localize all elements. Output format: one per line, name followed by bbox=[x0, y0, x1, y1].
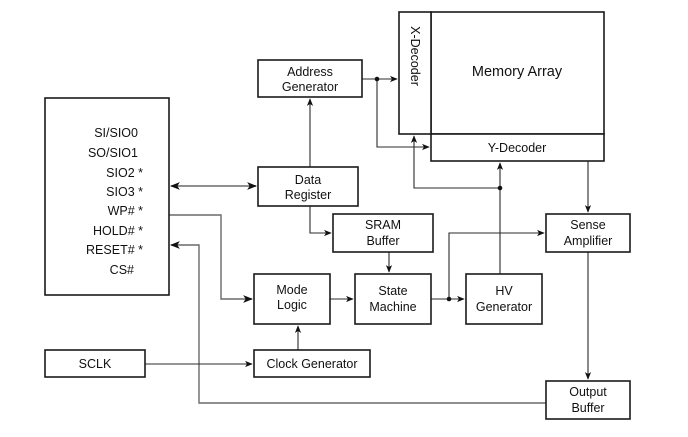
pin-label: SIO3 * bbox=[106, 185, 143, 199]
wire-address-generator-y-decoder bbox=[376, 79, 430, 151]
clock-generator-block: Clock Generator bbox=[253, 349, 371, 378]
block-label: Data bbox=[295, 173, 321, 187]
sram-buffer-block: SRAM Buffer bbox=[332, 213, 434, 253]
block-label: Machine bbox=[369, 300, 416, 314]
wire-output-buffer-pins bbox=[170, 241, 546, 404]
pin-label: SIO2 * bbox=[106, 166, 143, 180]
block-label: Generator bbox=[282, 80, 338, 94]
block-label: Clock Generator bbox=[266, 357, 357, 371]
block-label: Output bbox=[569, 385, 607, 399]
wire-pins-mode-logic bbox=[169, 214, 253, 303]
block-label: Logic bbox=[277, 298, 307, 312]
pin-label: SI/SIO0 bbox=[94, 126, 138, 140]
junction-dot bbox=[374, 76, 380, 82]
memory-array-block: Memory Array bbox=[430, 11, 605, 135]
junction-dot bbox=[497, 185, 503, 191]
block-label: Generator bbox=[476, 300, 532, 314]
pin-label: WP# * bbox=[108, 204, 144, 218]
output-buffer-block: Output Buffer bbox=[545, 380, 631, 420]
block-label: Memory Array bbox=[472, 64, 563, 80]
block-label: SRAM bbox=[365, 218, 401, 232]
block-label: HV bbox=[495, 284, 513, 298]
block-label: Register bbox=[285, 188, 332, 202]
junction-dot bbox=[446, 296, 452, 302]
hv-generator-block: HV Generator bbox=[465, 273, 543, 325]
mode-logic-block: Mode Logic bbox=[253, 273, 331, 325]
pin-label: HOLD# * bbox=[93, 224, 143, 238]
state-machine-block: State Machine bbox=[354, 273, 432, 325]
sclk-block: SCLK bbox=[44, 349, 146, 378]
pin-label: CS# bbox=[110, 263, 134, 277]
data-register-block: Data Register bbox=[257, 166, 359, 207]
pin-label: RESET# * bbox=[86, 243, 143, 257]
block-label: Y-Decoder bbox=[488, 141, 547, 155]
wire-data-register-sram-buffer bbox=[309, 206, 332, 237]
x-decoder-block: X-Decoder bbox=[398, 11, 432, 135]
block-label: Buffer bbox=[366, 234, 399, 248]
pin-label: SO/SIO1 bbox=[88, 146, 138, 160]
block-label: Amplifier bbox=[564, 234, 613, 248]
block-label: SCLK bbox=[79, 357, 112, 371]
block-label: State bbox=[378, 284, 407, 298]
block-label: X-Decoder bbox=[408, 26, 422, 86]
sense-amplifier-block: Sense Amplifier bbox=[545, 213, 631, 253]
y-decoder-block: Y-Decoder bbox=[430, 133, 605, 162]
address-generator-block: Address Generator bbox=[257, 59, 363, 98]
wire-hv-generator-x-decoder bbox=[410, 135, 500, 189]
block-label: Mode bbox=[276, 283, 307, 297]
wire-state-machine-sense-amplifier bbox=[448, 229, 545, 299]
block-label: Address bbox=[287, 65, 333, 79]
block-label: Buffer bbox=[571, 401, 604, 415]
pin-block: SI/SIO0 SO/SIO1 SIO2 * SIO3 * WP# * HOLD… bbox=[44, 97, 170, 296]
block-label: Sense bbox=[570, 218, 605, 232]
